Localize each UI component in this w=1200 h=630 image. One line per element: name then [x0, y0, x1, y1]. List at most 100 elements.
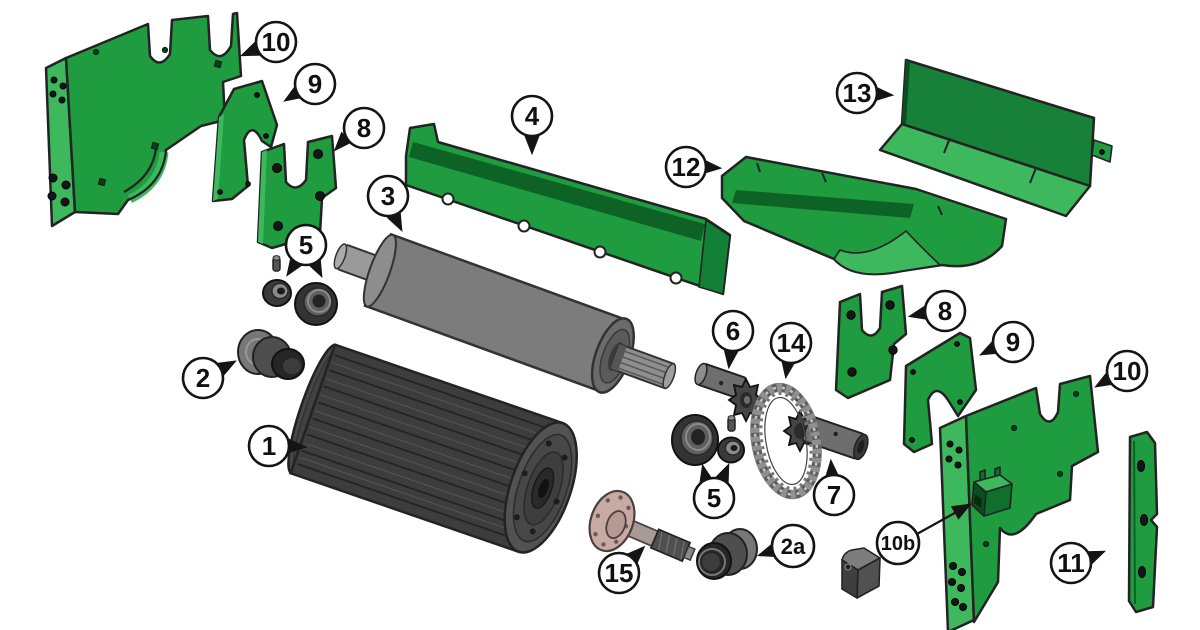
callout-circle: [711, 309, 755, 353]
leader-line: [283, 84, 305, 102]
callout-number: 12: [672, 152, 701, 182]
callout-10-left: 10: [239, 20, 298, 64]
callout-5-left: 5: [284, 223, 328, 278]
callout-number: 15: [605, 558, 634, 588]
leader-line: [699, 463, 715, 485]
callout-circle: [254, 20, 298, 64]
callout-circle: [664, 145, 708, 189]
callout-number: 4: [525, 101, 540, 131]
leader-line: [916, 503, 972, 535]
callout-4: 4: [510, 94, 554, 156]
callout-circle: [875, 520, 921, 566]
callout-circle: [923, 289, 967, 333]
callout-14: 14: [769, 321, 813, 380]
callout-circle: [769, 321, 813, 365]
callout-circle: [770, 523, 816, 569]
callout-circle: [293, 62, 337, 106]
callout-10-right: 10: [1094, 349, 1149, 393]
callout-number: 14: [777, 328, 806, 358]
leader-line: [701, 159, 723, 175]
leader-line: [286, 255, 304, 277]
part-bearing-kit-left: [262, 255, 338, 326]
part-fork-bracket-right: [834, 284, 908, 400]
part-spindle-shaft: [588, 489, 696, 563]
callout-10b: 10b: [875, 503, 972, 566]
callout-number: 8: [938, 296, 952, 326]
leader-line: [907, 305, 929, 321]
callout-number: 2a: [781, 534, 806, 559]
callout-number: 7: [827, 480, 841, 510]
callout-number: 10b: [881, 533, 915, 555]
leader-line: [333, 131, 353, 152]
callout-circle: [835, 71, 879, 115]
part-drive-shaft-sprocket: [782, 408, 869, 461]
part-drum-roller: [287, 343, 578, 554]
callout-circle: [991, 320, 1035, 364]
callout-circle: [812, 473, 856, 517]
callout-number: 9: [1006, 327, 1020, 357]
callout-number: 10: [1113, 356, 1142, 386]
leader-line: [824, 458, 840, 480]
callout-number: 2: [196, 363, 210, 393]
callout-circle: [342, 106, 386, 150]
callout-circle: [181, 356, 225, 400]
callout-2: 2: [181, 356, 237, 400]
callout-circle: [692, 476, 736, 520]
callout-number: 11: [1057, 548, 1085, 578]
leader-line: [979, 339, 1001, 356]
callout-number: 5: [299, 230, 313, 260]
callout-circle: [284, 223, 328, 267]
leader-line: [239, 41, 262, 57]
part-roller-chain: [750, 382, 822, 500]
part-bearing-kit-right: [671, 414, 745, 466]
callout-8-left: 8: [333, 106, 386, 152]
callout-circle: [1105, 349, 1149, 393]
callout-5-right: 5: [692, 462, 736, 520]
callout-11: 11: [1049, 541, 1107, 585]
leader-line: [306, 256, 323, 278]
part-bearing-hub-right: [696, 528, 758, 580]
callout-12: 12: [664, 145, 723, 189]
leader-line: [873, 86, 895, 102]
part-strap-plate: [1127, 430, 1159, 614]
callout-number: 13: [843, 78, 872, 108]
leader-line: [756, 542, 779, 558]
callout-number: 5: [707, 483, 721, 513]
leader-line: [714, 462, 730, 485]
callout-2a: 2a: [756, 523, 816, 569]
part-front-panel: [404, 122, 732, 296]
callout-number: 3: [381, 181, 395, 211]
leader-line: [1084, 550, 1107, 566]
leader-line: [1094, 371, 1116, 388]
callout-6: 6: [711, 309, 755, 370]
callout-number: 9: [308, 69, 322, 99]
callout-15: 15: [597, 545, 646, 595]
callout-7: 7: [812, 458, 856, 517]
part-notched-plate-left: [211, 79, 279, 203]
leader-line: [625, 545, 646, 566]
part-side-sheet-right: [938, 374, 1100, 630]
callout-13: 13: [835, 71, 895, 115]
callout-3: 3: [366, 174, 410, 232]
part-stub-shaft-sprocket: [694, 362, 765, 424]
part-smooth-roller: [333, 232, 677, 394]
callout-circle: [597, 551, 641, 595]
callout-circle: [1049, 541, 1093, 585]
callout-circle: [366, 174, 410, 218]
leader-line: [386, 210, 403, 232]
callout-number: 1: [262, 431, 276, 461]
part-side-sheet-left: [44, 11, 243, 228]
leader-line: [287, 438, 308, 454]
part-rubber-block: [841, 547, 881, 599]
callout-circle: [247, 424, 291, 468]
leader-line: [723, 348, 739, 370]
callout-number: 6: [726, 316, 740, 346]
callout-9-left: 9: [283, 62, 337, 106]
callout-number: 8: [357, 113, 371, 143]
callout-8-right: 8: [907, 289, 967, 333]
callout-9-right: 9: [979, 320, 1035, 364]
part-latch-box: [971, 466, 1013, 517]
callout-circle: [510, 94, 554, 138]
